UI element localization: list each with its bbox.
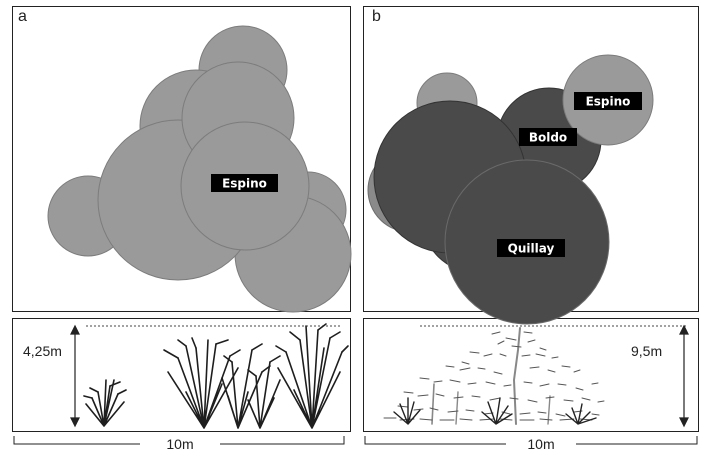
panel-b-profile (363, 318, 699, 432)
panel-a-letter: a (18, 8, 27, 25)
tree-trunk (431, 383, 435, 425)
tree-trunk (512, 327, 521, 425)
height-dimension-arrow-b (679, 324, 689, 428)
shrub-silhouette (275, 323, 349, 429)
height-label-a: 4,25m (23, 343, 62, 359)
panel-b-crowns (367, 54, 654, 325)
width-dimension-b (364, 436, 698, 445)
boldo-label-box (519, 128, 577, 146)
tree-profile-b (383, 327, 605, 425)
espino-label-box-b (574, 92, 642, 110)
height-label-b: 9,5m (631, 343, 662, 359)
width-label-a: 10m (166, 436, 193, 452)
quillay-label-box (497, 239, 565, 257)
shrub-silhouette (83, 379, 127, 427)
shrub-silhouette (481, 397, 513, 425)
espino-label-a: Espino (222, 177, 267, 191)
panel-a-crowns (47, 25, 352, 313)
espino-label-b: Espino (586, 95, 631, 109)
width-dimension-a (13, 436, 345, 445)
canopy-strokes (383, 331, 605, 421)
height-dimension-arrow-a (70, 324, 80, 428)
shrub-silhouette (163, 337, 241, 429)
boldo-label: Boldo (529, 131, 567, 145)
width-label-b: 10m (527, 436, 554, 452)
shrub-silhouette (247, 355, 281, 429)
quillay-label: Quillay (508, 242, 555, 256)
shrub-silhouette (393, 397, 421, 425)
shrub-profiles-a (83, 323, 349, 429)
tree-trunk (455, 391, 459, 425)
shrub-silhouette (221, 343, 271, 429)
shrub-silhouette (565, 403, 597, 425)
espino-label-box (211, 174, 278, 192)
panel-b-letter: b (372, 8, 381, 25)
